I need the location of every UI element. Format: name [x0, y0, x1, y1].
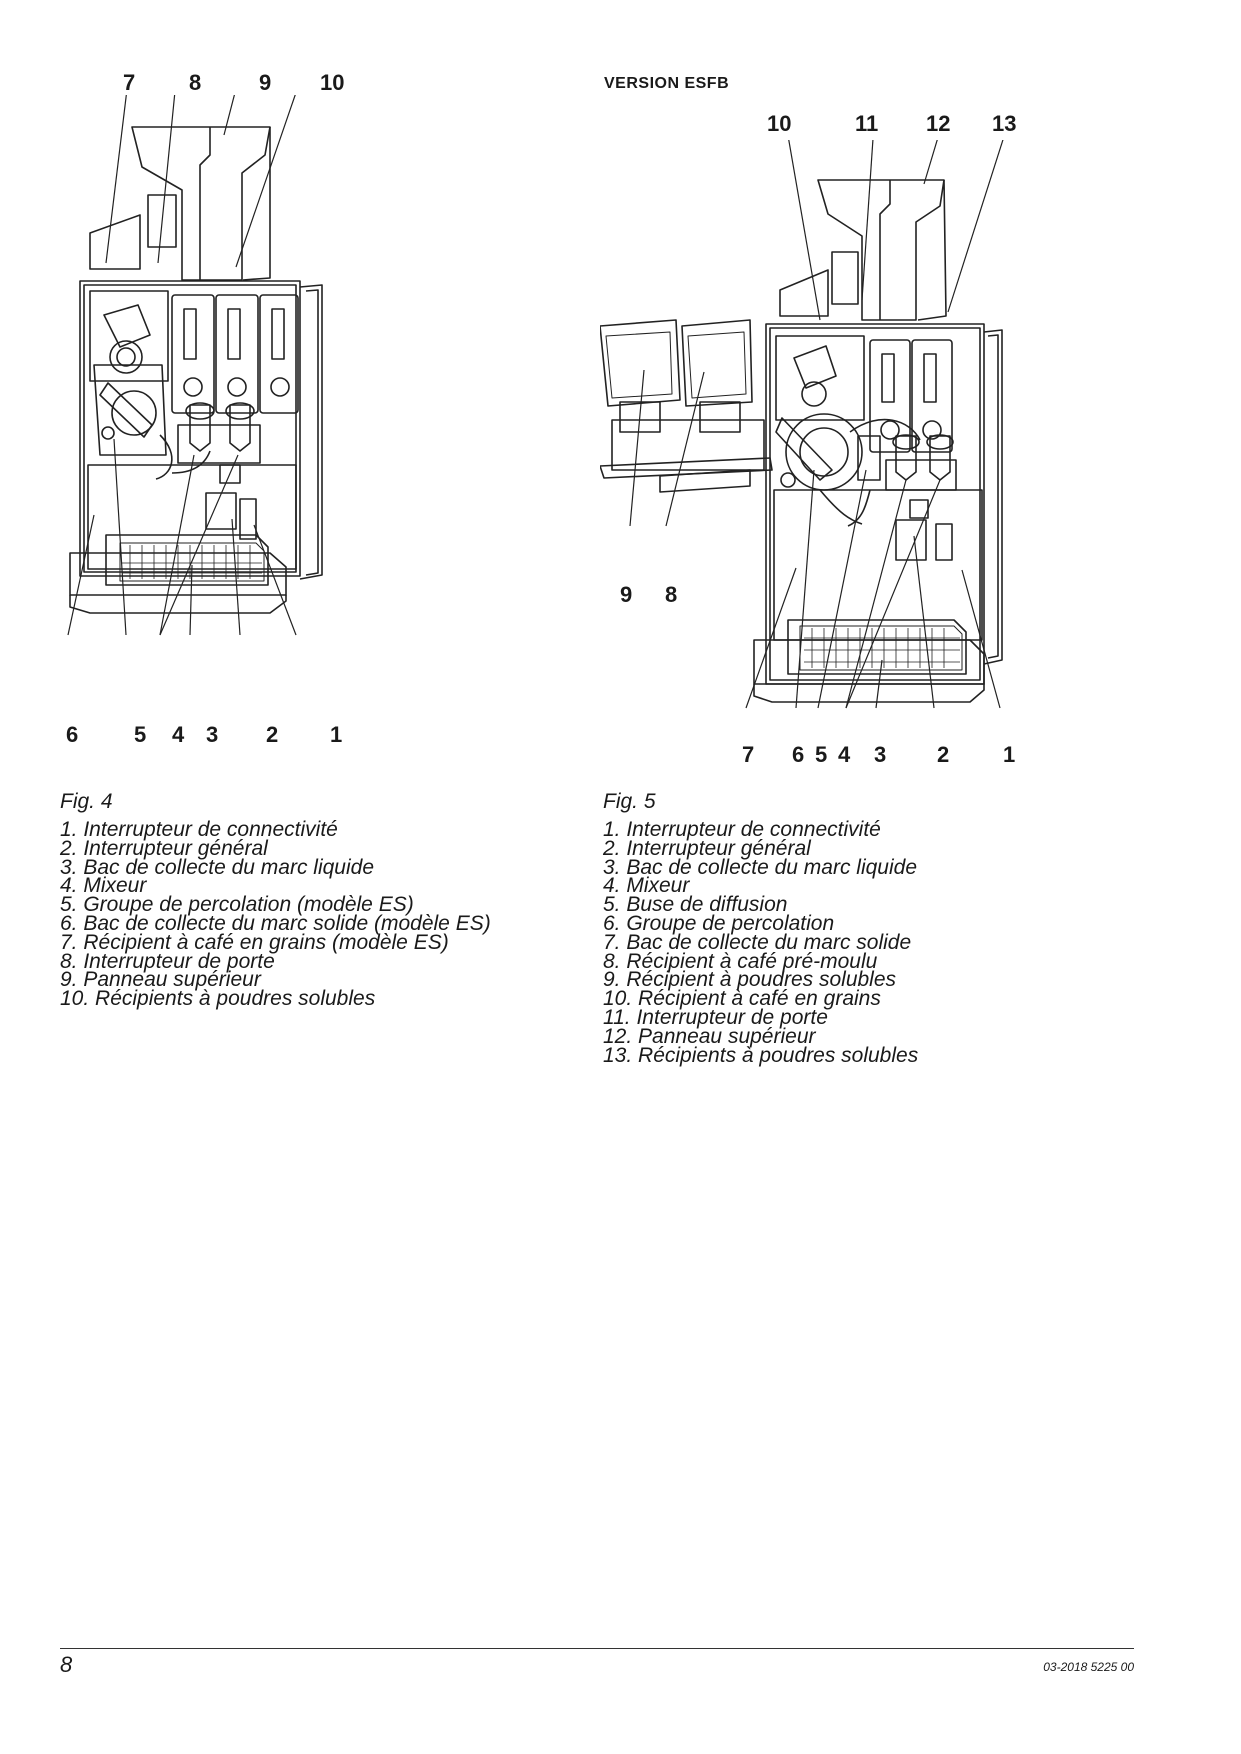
fig4-caption: Fig. 4	[60, 790, 113, 813]
fig5-callout-3: 3	[874, 742, 887, 767]
fig5-callout-9: 9	[620, 582, 633, 607]
legend-item: 3. Bac de collecte du marc liquide	[60, 855, 375, 879]
document-reference: 03-2018 5225 00	[1043, 1660, 1134, 1674]
fig4-callout-4: 4	[172, 722, 185, 747]
legend-item: 10. Récipient à café en grains	[603, 987, 881, 1011]
legend-item: 2. Interrupteur général	[60, 836, 268, 860]
legend-item: 12. Panneau supérieur	[603, 1024, 816, 1048]
fig5-callout-10: 10	[767, 111, 792, 136]
fig4-callout-5: 5	[134, 722, 147, 747]
legend-item: 1. Interrupteur de connectivité	[603, 818, 881, 841]
fig4-callout-1: 1	[330, 722, 343, 747]
legend-item: 1. Interrupteur de connectivité	[60, 818, 338, 841]
legend-item: 4. Mixeur	[603, 874, 690, 898]
legend-item: 7. Récipient à café en grains (modèle ES…	[60, 930, 449, 954]
fig4-machine-drawing	[60, 95, 360, 715]
fig5-version-label: VERSION ESFB	[604, 75, 730, 92]
legend-item: 5. Groupe de percolation (modèle ES)	[60, 893, 414, 917]
fig5-callout-2: 2	[937, 742, 950, 767]
fig4-callout-10: 10	[320, 70, 345, 95]
legend-item: 11. Interrupteur de porte	[603, 1005, 828, 1029]
fig4-callout-7: 7	[123, 70, 136, 95]
footer-divider	[60, 1648, 1134, 1649]
fig4-legend: 1. Interrupteur de connectivité 2. Inter…	[60, 818, 491, 1011]
legend-item: 5. Buse de diffusion	[603, 893, 788, 917]
fig5-legend: 1. Interrupteur de connectivité 2. Inter…	[603, 818, 919, 1067]
fig4-callout-2: 2	[266, 722, 279, 747]
fig5-callout-4: 4	[838, 742, 851, 767]
legend-item: 6. Bac de collecte du marc solide (modèl…	[60, 911, 491, 935]
fig5-machine-drawing	[600, 140, 1010, 730]
fig5-callout-7: 7	[742, 742, 755, 767]
fig5-callout-11: 11	[855, 111, 879, 136]
legend-item: 7. Bac de collecte du marc solide	[603, 930, 912, 954]
legend-item: 9. Panneau supérieur	[60, 968, 261, 992]
legend-item: 8. Récipient à café pré-moulu	[603, 949, 878, 973]
fig5-callout-1: 1	[1003, 742, 1016, 767]
legend-item: 10. Récipients à poudres solubles	[60, 987, 376, 1011]
legend-item: 9. Récipient à poudres solubles	[603, 968, 897, 992]
page-number: 8	[60, 1652, 73, 1677]
legend-item: 3. Bac de collecte du marc liquide	[603, 855, 918, 879]
fig4-callout-6: 6	[66, 722, 79, 747]
fig5-callout-13: 13	[992, 111, 1017, 136]
legend-item: 13. Récipients à poudres solubles	[603, 1043, 919, 1067]
fig5-callout-5: 5	[815, 742, 828, 767]
fig5-callout-12: 12	[926, 111, 951, 136]
fig4-callout-3: 3	[206, 722, 219, 747]
legend-item: 6. Groupe de percolation	[603, 911, 835, 935]
fig5-caption: Fig. 5	[603, 790, 656, 813]
fig4-callout-9: 9	[259, 70, 272, 95]
legend-item: 4. Mixeur	[60, 874, 147, 898]
legend-item: 2. Interrupteur général	[603, 836, 811, 860]
fig5-callout-6: 6	[792, 742, 805, 767]
fig5-callout-8: 8	[665, 582, 678, 607]
legend-item: 8. Interrupteur de porte	[60, 949, 275, 973]
fig4-callout-8: 8	[189, 70, 202, 95]
